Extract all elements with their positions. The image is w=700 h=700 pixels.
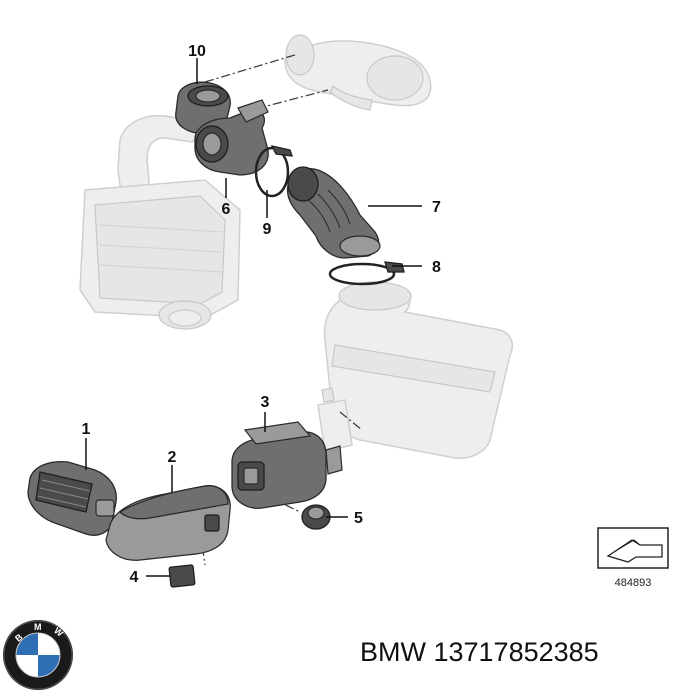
callout-8: 8 xyxy=(432,259,441,276)
air-filter-housing-ghost xyxy=(317,281,513,460)
centre-line-6 xyxy=(239,89,329,114)
part-7-intake-pipe xyxy=(286,166,381,259)
centre-line-10 xyxy=(204,53,299,83)
bmw-logo: B M W xyxy=(3,620,73,690)
callout-9: 9 xyxy=(263,221,272,238)
svg-text:M: M xyxy=(34,622,42,632)
part-1-intake-snorkel xyxy=(27,460,117,536)
turbocharger-ghost xyxy=(284,34,432,111)
callout-2: 2 xyxy=(168,449,177,466)
svg-text:B: B xyxy=(13,631,25,643)
callout-1: 1 xyxy=(82,421,91,438)
callout-10: 10 xyxy=(188,43,206,60)
reference-symbol: 484893 xyxy=(597,527,669,589)
callout-5: 5 xyxy=(354,510,363,527)
part-9-hose-clamp xyxy=(254,145,293,198)
callout-4: 4 xyxy=(130,569,139,586)
part-2-air-duct xyxy=(105,485,231,561)
intercooler-ghost xyxy=(79,114,241,330)
leader-lines xyxy=(85,58,422,577)
callout-6: 6 xyxy=(222,201,231,218)
callouts: 10 6 9 7 8 3 1 2 5 4 xyxy=(82,43,441,586)
callout-7: 7 xyxy=(432,199,441,216)
callout-3: 3 xyxy=(261,394,270,411)
centre-line-3 xyxy=(339,411,363,431)
part-6-air-mass-meter xyxy=(194,99,269,176)
part-8-hose-clamp xyxy=(328,261,405,286)
part-4-pad xyxy=(168,564,196,588)
part-3-adapter xyxy=(231,421,343,509)
reference-number: 484893 xyxy=(615,577,652,589)
part-number-caption: BMW 13717852385 xyxy=(360,637,599,667)
part-5-grommet xyxy=(301,504,331,530)
